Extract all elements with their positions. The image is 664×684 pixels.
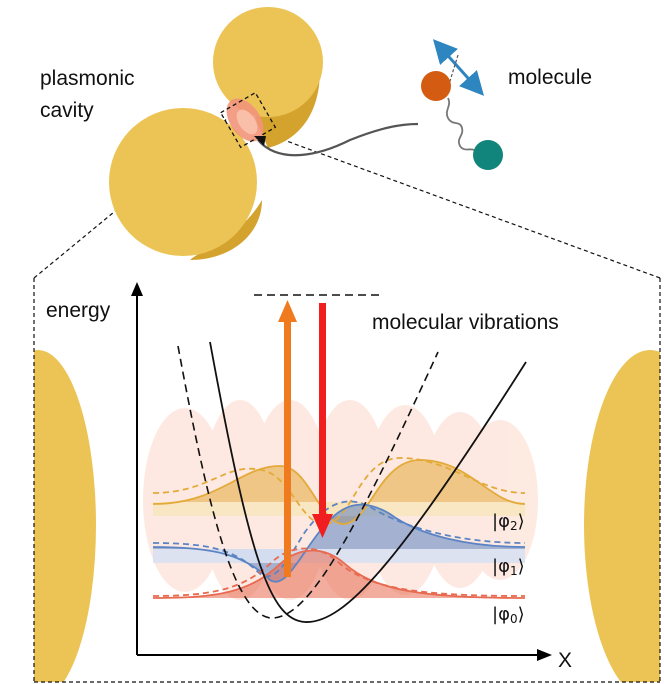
vibration-arrow [432,39,485,96]
state-2-suffix: ⟩ [517,511,525,532]
energy-axis-label: energy [46,299,111,322]
molecule-atom-teal [473,140,503,170]
potential-well-dashed [177,345,439,619]
molecule-label: molecule [508,66,593,89]
state-0-subscript: 0 [509,612,518,626]
y-axis-arrowhead [131,282,143,296]
molecule-drawing [421,39,503,170]
emission-arrow [312,303,333,538]
upper-nanoparticle [213,7,323,117]
molecule-atom-orange [421,71,451,101]
state-0-label: |φ0⟩ [492,604,525,626]
state-1-prefix: |φ [492,556,510,577]
state-0-suffix: ⟩ [517,604,525,625]
molecular-bond-spring [445,97,475,151]
state-2-prefix: |φ [492,511,510,532]
plasmonic-label: plasmonic [40,67,135,90]
coupling-line [257,122,419,157]
cavity-label: cavity [40,99,94,122]
state-1-label: |φ1⟩ [492,556,525,578]
state-2-label: |φ2⟩ [492,511,525,533]
right-particle-slice [584,350,660,682]
plasmonic-dimer [109,7,323,260]
x-axis-arrowhead [537,649,552,661]
state-1-curve-dashed [152,500,526,578]
coupling-arrowhead [254,136,266,146]
state-0-prefix: |φ [492,604,510,625]
molecular-vibrations-label: molecular vibrations [372,311,559,334]
state-0-curve [152,549,526,599]
potential-well-solid [209,341,527,623]
lower-nanoparticle [109,108,257,256]
left-particle-slice [34,350,96,682]
axes [136,290,540,656]
excitation-arrow [278,300,297,577]
state-1-suffix: ⟩ [517,556,525,577]
state-2-curve [152,459,526,525]
state-0-curve-dashed [152,547,526,597]
state-2-subscript: 2 [509,519,518,533]
x-axis-label: X [558,649,573,672]
zoom-frame [33,117,661,683]
state-1-subscript: 1 [509,564,518,578]
